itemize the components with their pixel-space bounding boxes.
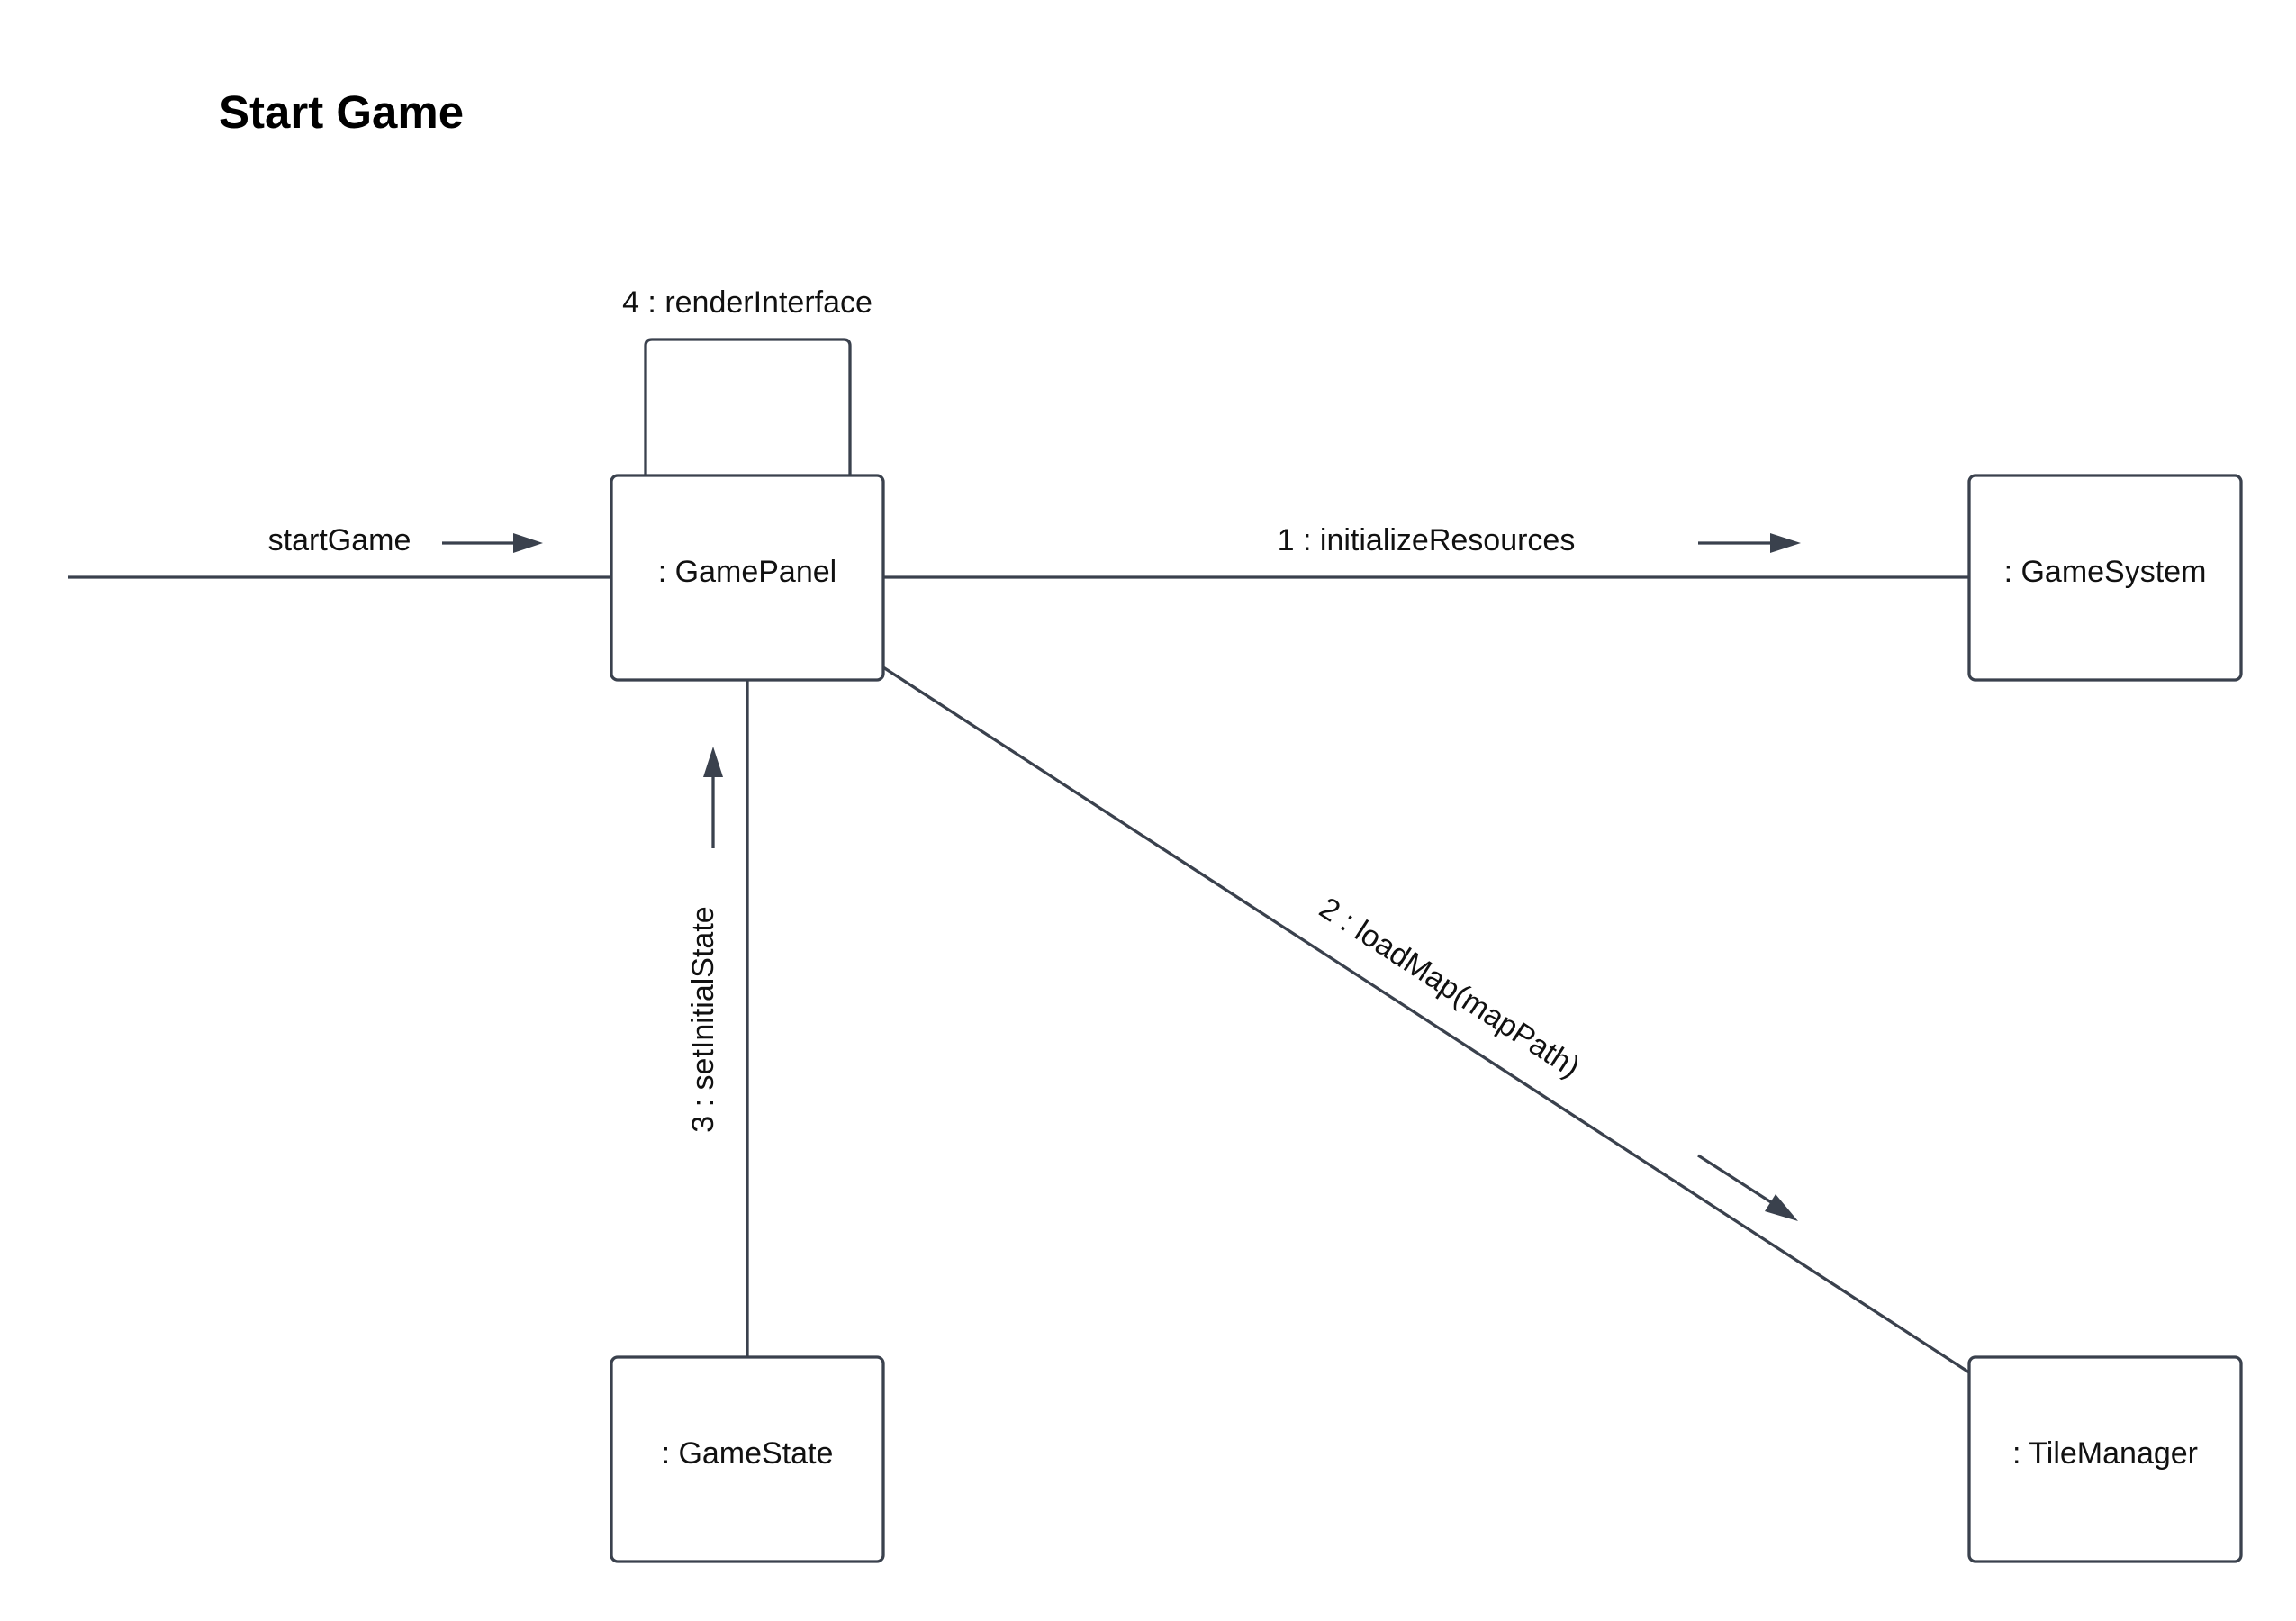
object-gamepanel[interactable]: : GamePanel (610, 474, 885, 682)
message-initialize-resources-arrow (1698, 533, 1801, 553)
self-link-loop (644, 338, 852, 475)
object-gamesystem[interactable]: : GameSystem (1967, 474, 2243, 682)
object-tilemanager[interactable]: : TileManager (1967, 1355, 2243, 1563)
link-gamepanel-tilemanager (882, 666, 1970, 1374)
message-load-map-label: 2 : loadMap(mapPath) (1314, 891, 1586, 1084)
message-set-initial-state-label: 3 : setInitialState (686, 906, 720, 1132)
message-start-game-label: startGame (268, 523, 411, 557)
object-tilemanager-label: : TileManager (2012, 1436, 2198, 1471)
object-gamesystem-label: : GameSystem (2004, 555, 2207, 589)
object-gamestate[interactable]: : GameState (610, 1355, 885, 1563)
message-initialize-resources-label: 1 : initializeResources (1278, 523, 1576, 557)
message-load-map-arrow (1697, 1154, 1798, 1221)
diagram-title: Start Game (219, 86, 464, 138)
message-render-interface-label: 4 : renderInterface (622, 285, 872, 320)
message-set-initial-state-arrow (703, 747, 723, 848)
message-start-game-arrow (442, 533, 543, 553)
object-gamepanel-label: : GamePanel (658, 555, 836, 589)
object-gamestate-label: : GameState (662, 1436, 834, 1471)
